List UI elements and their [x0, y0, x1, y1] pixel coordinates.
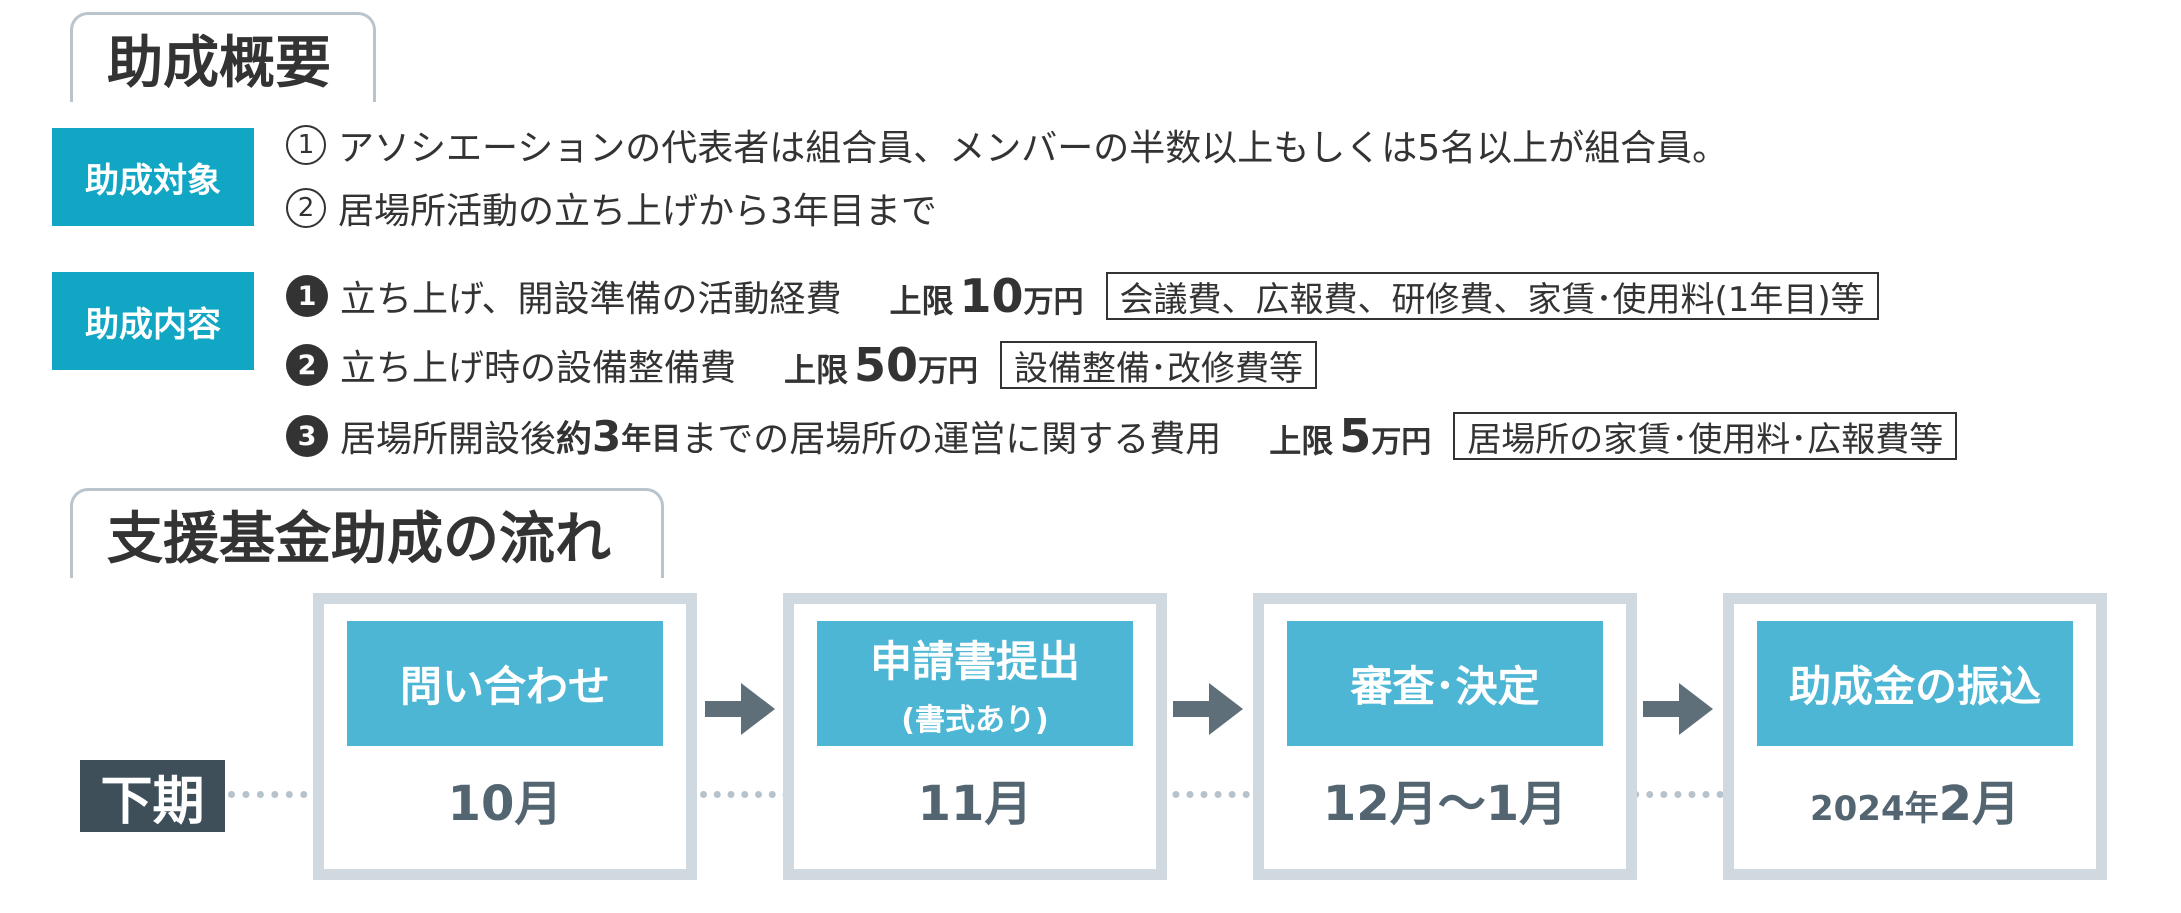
content-label: 助成内容	[52, 272, 254, 370]
target-item-text: 居場所活動の立ち上げから3年目まで	[338, 191, 937, 232]
target-item-2: 2 居場所活動の立ち上げから3年目まで	[286, 180, 937, 236]
flow-step-3-title: 審査･決定	[1287, 621, 1603, 746]
step-title: 申請書提出	[869, 637, 1080, 686]
target-item-1: 1 アソシエーションの代表者は組合員、メンバーの半数以上もしくは5名以上が組合員…	[286, 117, 1728, 173]
content-item-text: 居場所開設後	[340, 419, 557, 460]
target-label: 助成対象	[52, 128, 254, 226]
content-note: 設備整備･改修費等	[1000, 341, 1318, 389]
limit-prefix: 上限	[784, 351, 849, 389]
flow-step-3-date: 12月～1月	[1287, 764, 1603, 834]
limit-number: 50	[854, 338, 919, 392]
content-item-text-emph: 3	[592, 411, 622, 461]
circled-number-icon: 2	[286, 188, 326, 228]
flow-step-2-date: 11月	[817, 764, 1133, 834]
flow-step-1-date: 10月	[347, 764, 663, 834]
limit-number: 5	[1339, 409, 1372, 463]
circled-number-icon: 1	[286, 125, 326, 165]
content-item-text: 立ち上げ時の設備整備費	[340, 348, 737, 389]
flow-heading-text: 支援基金助成の流れ	[107, 507, 611, 572]
step-date-year: 2024年	[1809, 789, 1939, 829]
filled-number-icon: 2	[286, 344, 328, 386]
step-title: 問い合わせ	[399, 662, 610, 711]
right-arrow-icon	[705, 683, 775, 735]
flow-step-2-title: 申請書提出 (書式あり)	[817, 621, 1133, 746]
period-label: 下期	[80, 760, 225, 832]
step-date: 2月	[1938, 776, 2021, 832]
step-title: 審査･決定	[1350, 662, 1540, 711]
content-item-3: 3 居場所開設後 約 3 年目 までの居場所の運営に関する費用 上限 5 万円 …	[286, 408, 1958, 464]
content-item-text: 立ち上げ、開設準備の活動経費	[340, 279, 842, 320]
target-item-text: アソシエーションの代表者は組合員、メンバーの半数以上もしくは5名以上が組合員。	[338, 128, 1729, 169]
period-label-text: 下期	[100, 771, 205, 832]
limit-amount: 上限 10 万円	[889, 269, 1083, 323]
limit-prefix: 上限	[889, 282, 954, 320]
target-label-text: 助成対象	[85, 160, 221, 201]
step-date: 11月	[917, 776, 1033, 832]
timeline-dots	[590, 791, 886, 798]
content-item-text: までの居場所の運営に関する費用	[681, 419, 1222, 460]
right-arrow-icon	[1643, 683, 1713, 735]
step-title: 助成金の振込	[1788, 662, 2041, 711]
limit-unit: 万円	[1023, 285, 1084, 320]
overview-heading-text: 助成概要	[107, 31, 331, 96]
content-item-text-emph: 約	[556, 419, 593, 460]
limit-amount: 上限 50 万円	[784, 338, 978, 392]
filled-number-icon: 3	[286, 415, 328, 457]
flow-heading: 支援基金助成の流れ	[70, 488, 664, 578]
flow-step-4-date: 2024年2月	[1757, 764, 2073, 834]
step-subtitle: (書式あり)	[901, 703, 1049, 738]
right-arrow-icon	[1173, 683, 1243, 735]
limit-prefix: 上限	[1269, 422, 1334, 460]
limit-number: 10	[959, 269, 1024, 323]
overview-heading: 助成概要	[70, 12, 376, 102]
limit-amount: 上限 5 万円	[1269, 409, 1431, 463]
timeline-dots	[1060, 791, 1292, 798]
content-note: 会議費、広報費、研修費、家賃･使用料(1年目)等	[1105, 272, 1879, 320]
content-item-2: 2 立ち上げ時の設備整備費 上限 50 万円 設備整備･改修費等	[286, 337, 1318, 393]
content-label-text: 助成内容	[85, 304, 221, 345]
content-item-1: 1 立ち上げ、開設準備の活動経費 上限 10 万円 会議費、広報費、研修費、家賃…	[286, 268, 1879, 324]
step-date: 12月～1月	[1322, 776, 1568, 832]
timeline-dots	[1590, 791, 1780, 798]
content-note: 居場所の家賃･使用料･広報費等	[1453, 412, 1958, 460]
limit-unit: 万円	[918, 354, 979, 389]
flow-step-4-title: 助成金の振込	[1757, 621, 2073, 746]
limit-unit: 万円	[1371, 425, 1432, 460]
content-item-text-emph: 年目	[621, 422, 682, 457]
step-date: 10月	[447, 776, 563, 832]
filled-number-icon: 1	[286, 275, 328, 317]
flow-step-1-title: 問い合わせ	[347, 621, 663, 746]
